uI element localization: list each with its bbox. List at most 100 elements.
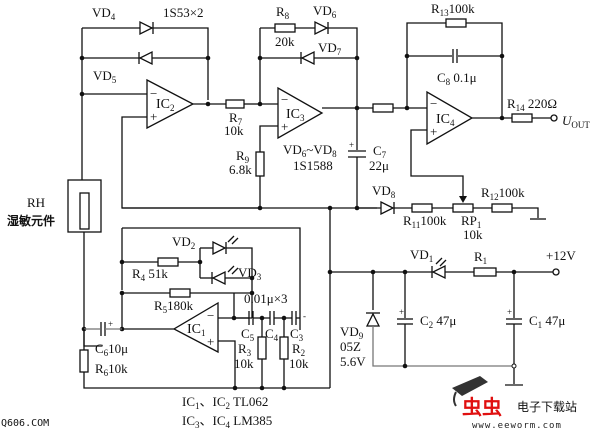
ic4-stage: − +: [372, 18, 558, 203]
ic2-stage: − +: [79, 20, 262, 232]
svg-text:+: +: [108, 319, 113, 329]
diode-vd8: [380, 200, 395, 216]
led-vd2: [212, 235, 239, 256]
labels: VD4 1S53×2 VD5 IC2 R7 10k R8 20k VD6 VD7…: [7, 1, 590, 430]
watermark-url: www.eeworm.com: [472, 421, 562, 431]
label-vd7: VD7: [318, 40, 342, 57]
label-vd8: VD8: [372, 183, 396, 200]
label-vd4: VD4: [92, 5, 116, 22]
label-r2: R2: [292, 341, 305, 358]
label-vd9-part: 05Z: [340, 339, 361, 354]
wire: [83, 262, 102, 347]
label-vd4-value: 1S53×2: [163, 5, 204, 20]
svg-text:+: +: [507, 307, 512, 317]
label-r7: R7: [229, 110, 243, 127]
label-c5: C5: [241, 326, 255, 343]
svg-text:+: +: [207, 334, 214, 349]
resistor-r14: [511, 113, 533, 123]
svg-text:+: +: [399, 307, 404, 317]
watermark-left: Q606.COM: [1, 418, 49, 429]
label-r9-value: 6.8k: [229, 162, 252, 177]
resistor-r6: [79, 349, 89, 373]
label-ic4: IC4: [436, 112, 455, 128]
resistor-r5: [169, 288, 191, 298]
label-rp1: RP1: [461, 213, 481, 230]
wire: [259, 125, 278, 152]
watermark-brand-cn: 电子下载站: [517, 400, 577, 414]
label-vd2: VD2: [172, 234, 195, 251]
led-vd3: [211, 265, 239, 286]
label-c4: C4: [265, 326, 279, 343]
label-vd6: VD6: [313, 3, 337, 20]
label-vd-part: 1S1588: [293, 158, 333, 173]
label-r4: R4 51k: [132, 266, 168, 283]
supply-terminal: [552, 268, 560, 276]
label-c7: C7: [373, 143, 387, 160]
label-r3: R3: [238, 341, 252, 358]
label-r1: R1: [474, 249, 487, 266]
label-ic3: IC3: [286, 107, 305, 123]
label-r14: R14 220Ω: [507, 96, 557, 113]
zener-vd9: [365, 312, 381, 327]
resistor-r12: [491, 203, 513, 213]
label-vd9: VD9: [340, 324, 364, 341]
power-supply: + +: [327, 257, 560, 386]
opamp-ic1: [172, 301, 219, 354]
potentiometer-rp1: [452, 203, 474, 213]
svg-text:+: +: [349, 140, 354, 150]
label-vd1: VD1: [410, 247, 433, 264]
resistor-r11: [411, 203, 433, 213]
watermarks: Q606.COM 虫虫 电子下载站 www.eeworm.com: [1, 376, 577, 431]
graduation-cap-icon: [452, 376, 488, 407]
ic1-oscillator: − + + -: [79, 208, 331, 391]
diode-vd6: [314, 20, 329, 36]
svg-text:−: −: [150, 86, 157, 101]
opamp-ic3: [277, 86, 324, 140]
diode-vd7: [300, 50, 315, 66]
output-terminal: [550, 114, 558, 122]
note-line-2: IC3、IC4 LM385: [182, 413, 272, 430]
wiper-arrow: [459, 196, 467, 203]
ic3-stage: − + +: [122, 20, 377, 211]
label-ic2: IC2: [156, 97, 175, 113]
svg-text:+: +: [150, 109, 157, 124]
label-rh-desc: 湿敏元件: [7, 213, 55, 228]
label-c1: C1 47μ: [529, 313, 565, 330]
label-r9: R9: [236, 148, 250, 165]
resistor-r2: [279, 336, 289, 360]
label-uout: UOUT: [562, 113, 590, 130]
label-r6: R610k: [95, 361, 128, 378]
opamp-ic2: [146, 78, 195, 130]
label-rh: RH: [27, 195, 45, 210]
resistor-r1: [473, 267, 497, 277]
note-line-1: IC1、IC2 TL062: [182, 394, 268, 411]
label-r2-value: 10k: [289, 356, 309, 371]
label-r11: R11100k: [403, 213, 447, 230]
label-c6: C610μ: [95, 341, 128, 358]
resistor-r7: [225, 99, 245, 109]
diode-vd4: [139, 20, 154, 36]
svg-text:+: +: [430, 124, 437, 139]
label-caps-value: 0.01μ×3: [244, 291, 288, 306]
resistor-r13: [445, 18, 467, 28]
resistor-r10: [372, 103, 394, 113]
label-vd3: VD3: [238, 265, 262, 282]
label-c8: C8 0.1μ: [437, 70, 477, 87]
humidity-sensor-rh: [67, 179, 102, 347]
resistor-r8: [274, 23, 296, 33]
label-r12: R12100k: [481, 185, 525, 202]
svg-text:−: −: [281, 92, 288, 107]
wire: [82, 27, 209, 100]
label-r3-value: 10k: [234, 356, 254, 371]
watermark-brand-red: 虫虫: [462, 395, 502, 419]
label-r8-value: 20k: [275, 34, 295, 49]
reference-chain: [357, 200, 546, 220]
label-rp1-value: 10k: [463, 227, 483, 242]
resistor-r4: [157, 257, 179, 267]
label-r7-value: 10k: [224, 123, 244, 138]
opamp-ic4: [426, 90, 474, 146]
label-ic1: IC1: [187, 322, 206, 338]
label-c2: C2 47μ: [420, 313, 456, 330]
wire: [410, 129, 464, 198]
